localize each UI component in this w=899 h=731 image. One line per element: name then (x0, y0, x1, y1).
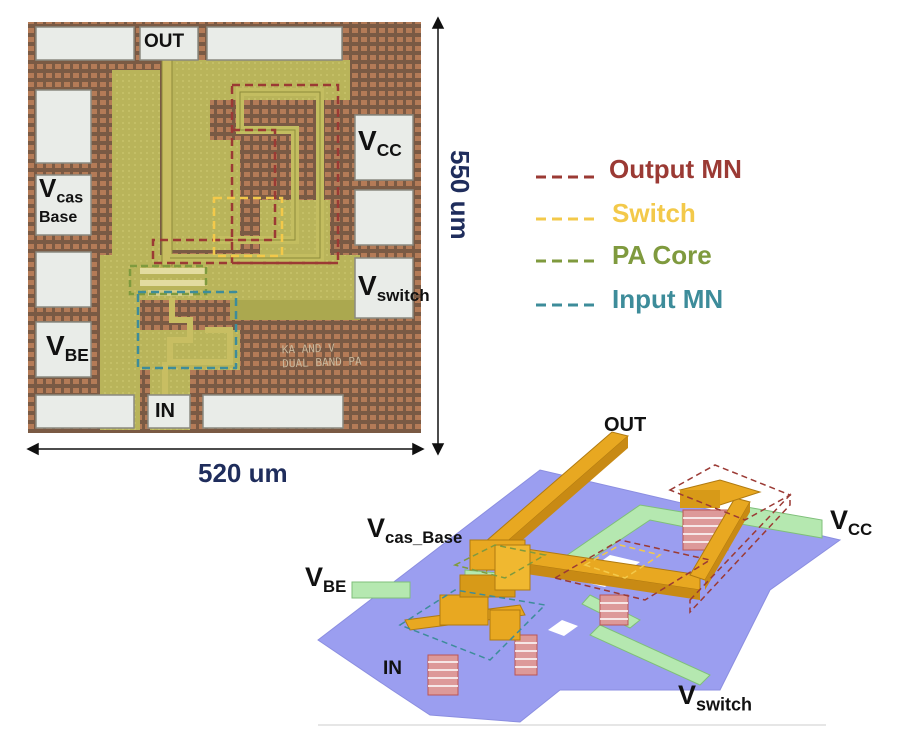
layout-vcas-sub: cas_Base (385, 527, 463, 547)
layout-vswitch-label: Vswitch (678, 680, 752, 715)
legend-swatch-switch (536, 217, 596, 221)
vcas-sub: cas (56, 188, 84, 207)
layout-vbe-main: V (305, 562, 324, 592)
die-box-switch (212, 196, 284, 258)
legend: Output MN Switch PA Core Input MN (536, 152, 836, 322)
pad-left-3 (35, 251, 92, 308)
die-box-output-mn (230, 83, 340, 265)
legend-item-switch: Switch (536, 196, 836, 236)
die-pad-out-label: OUT (144, 31, 185, 52)
box-3d-pa-core (452, 544, 548, 579)
die-pad-vswitch-label: Vswitch (358, 270, 430, 306)
layout-vswitch-main: V (678, 680, 697, 710)
pad-bottom-right (202, 394, 344, 429)
legend-label-input-mn: Input MN (612, 284, 724, 314)
pad-top-right (206, 26, 343, 61)
pillar-3 (599, 594, 629, 626)
legend-label-pa-core: PA Core (612, 240, 712, 270)
pad-right-vswitch (354, 257, 414, 319)
height-dimension-arrow (431, 16, 445, 456)
legend-item-input-mn: Input MN (536, 280, 836, 320)
legend-label-switch: Switch (612, 198, 696, 228)
die-box-pa-core (128, 264, 208, 296)
input-block-1 (439, 594, 489, 626)
box-3d-output-mn-2 (553, 539, 712, 601)
vbe-line (351, 581, 411, 599)
legend-item-pa-core: PA Core (536, 238, 836, 278)
vbe-sub: BE (64, 345, 89, 366)
box-3d-switch (583, 544, 662, 579)
width-dimension-arrow (26, 442, 425, 456)
input-block-2 (489, 609, 521, 641)
layout-vcc-label: VCC (830, 505, 872, 540)
box-3d-output-mn-3 (689, 493, 791, 614)
pillar-2 (514, 634, 538, 676)
die-pad-vcc-label: VCC (358, 125, 402, 161)
legend-swatch-input-mn (536, 303, 596, 307)
pad-left-vbe (35, 321, 92, 378)
legend-swatch-pa-core (536, 259, 596, 263)
pad-out (139, 26, 199, 61)
die-pad-vbe-label: VBE (46, 330, 89, 366)
vswitch-sub: switch (376, 285, 430, 305)
vcas-main: V (39, 173, 57, 203)
layout-vbe-label: VBE (305, 562, 346, 597)
pad-left-vcas (35, 174, 92, 236)
pad-in (147, 394, 191, 429)
legend-item-output-mn: Output MN (536, 152, 836, 192)
layout-vswitch-sub: switch (696, 694, 753, 715)
pad-left-1 (35, 89, 92, 164)
die-pads (35, 26, 414, 429)
pad-bottom-left (35, 394, 135, 429)
box-3d-input-mn (398, 589, 547, 661)
pillar-1 (427, 654, 459, 696)
layout-in-label: IN (383, 658, 402, 679)
vbe-main: V (46, 330, 65, 361)
vcas-line2: Base (39, 208, 78, 226)
layout-vcc-main: V (830, 505, 849, 535)
legend-label-output-mn: Output MN (609, 154, 742, 184)
pad-right-2 (354, 189, 414, 246)
layout-vcas-label: Vcas_Base (367, 513, 462, 548)
layout-out-label: OUT (604, 414, 647, 436)
die-pad-in-label: IN (155, 400, 175, 422)
layout-vcas-main: V (367, 513, 386, 543)
vswitch-line (589, 624, 711, 686)
vswitch-main: V (358, 270, 377, 301)
layout-vbe-sub: BE (323, 576, 347, 596)
pa-core-block (494, 544, 531, 591)
vcc-sub: CC (376, 140, 402, 161)
legend-swatch-output-mn (536, 175, 596, 179)
die-pad-vcas-label: Vcas Base (39, 173, 84, 226)
vcc-main: V (358, 125, 377, 156)
width-dimension-label: 520 um (198, 458, 288, 488)
substrate-cutout-2 (548, 620, 578, 636)
pad-right-vcc (354, 114, 414, 181)
layout-vcc-sub: CC (848, 519, 873, 539)
die-box-input-mn (136, 290, 238, 370)
pad-top-left (35, 26, 135, 61)
